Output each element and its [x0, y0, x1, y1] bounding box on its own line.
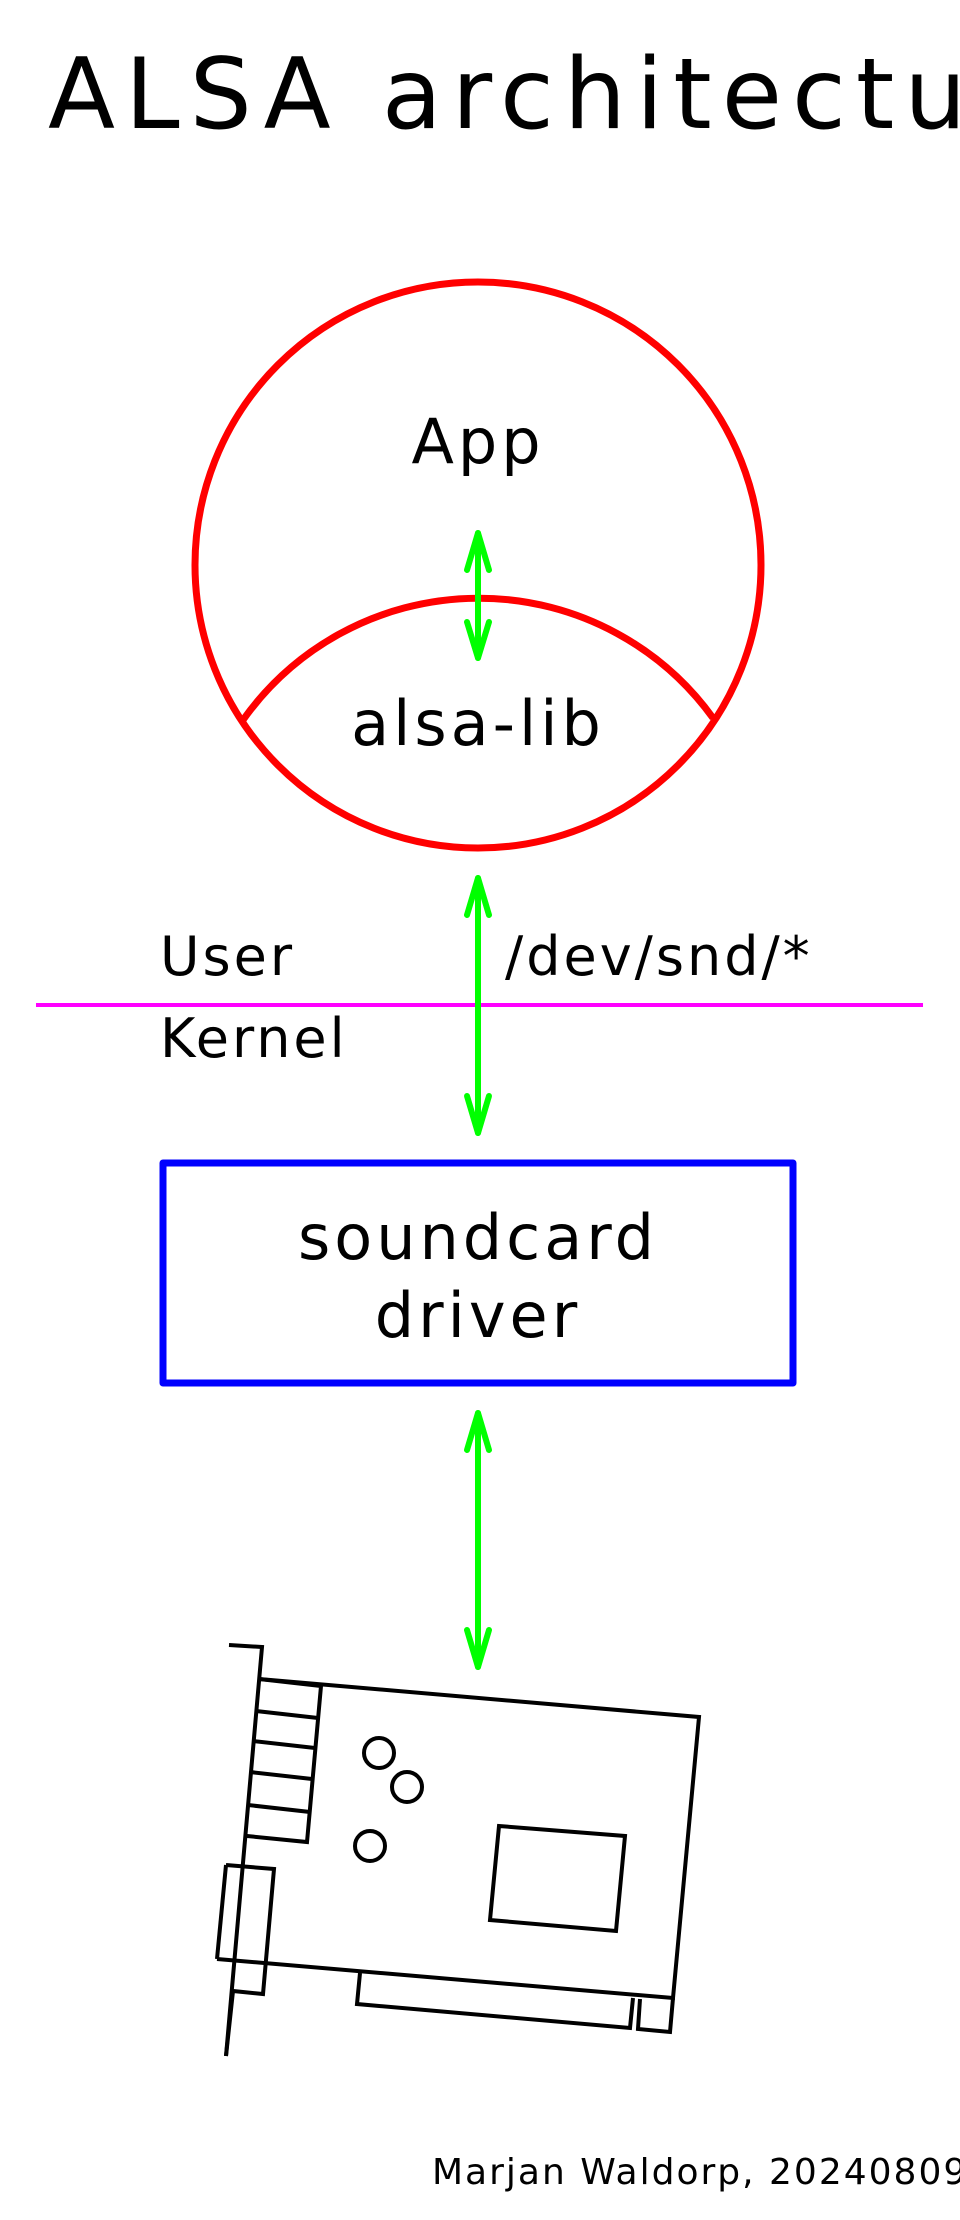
audio-jacks-block: [246, 1677, 324, 1845]
device-path-label: /dev/snd/*: [505, 925, 813, 988]
game-port: [224, 1863, 277, 2057]
soundcard-icon: [215, 1643, 702, 2057]
arrow-app-alsalib: [464, 530, 492, 661]
alsa-lib-label: alsa-lib: [351, 687, 605, 760]
arrow-driver-hardware: [464, 1410, 492, 1670]
edge-connector: [354, 1972, 635, 2031]
author-credit: Marjan Waldorp, 20240809: [432, 2152, 960, 2193]
driver-label-line1: soundcard: [298, 1201, 658, 1274]
card-pcb: [216, 1677, 702, 2001]
arrow-alsalib-driver: [464, 875, 492, 1136]
card-chip: [487, 1823, 628, 1934]
app-circle: [191, 278, 765, 852]
knob-3: [353, 1829, 387, 1863]
card-bracket: [224, 1643, 265, 2057]
knob-1: [362, 1736, 396, 1770]
knob-2: [390, 1770, 424, 1804]
edge-tab: [635, 1997, 675, 2035]
driver-label-line2: driver: [375, 1279, 581, 1352]
kernel-space-label: Kernel: [160, 1007, 348, 1070]
diagram-title: ALSA architecture: [48, 38, 960, 152]
driver-box: [159, 1159, 797, 1387]
app-label: App: [411, 405, 544, 478]
user-space-label: User: [160, 925, 295, 988]
